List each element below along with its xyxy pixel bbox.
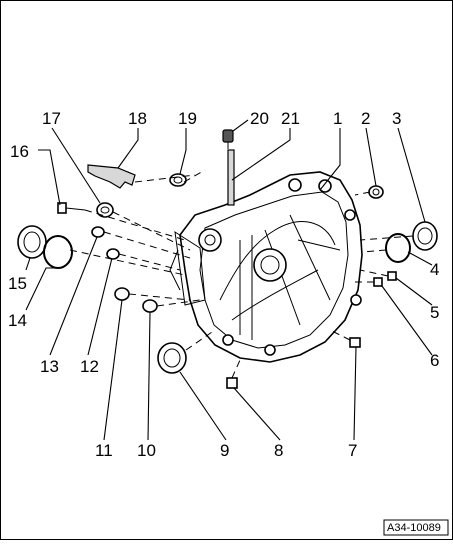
callout-7: 7 [348, 441, 357, 460]
part-10-bushing [142, 299, 158, 313]
callout-18: 18 [128, 109, 147, 128]
callout-19: 19 [178, 109, 197, 128]
callout-2: 2 [361, 109, 370, 128]
part-6-bolt [373, 277, 383, 287]
callout-20: 20 [250, 109, 269, 128]
part-20-cap [222, 129, 234, 143]
part-18-bracket [87, 164, 136, 189]
callout-10: 10 [137, 441, 156, 460]
callout-4: 4 [430, 260, 439, 279]
part-15-seal [17, 225, 47, 259]
part-13-bushing [91, 226, 105, 238]
part-2-bushing [368, 185, 384, 199]
part-11-bushing [114, 287, 130, 301]
callout-21: 21 [281, 109, 300, 128]
callout-13: 13 [40, 357, 59, 376]
part-19-sleeve [169, 173, 187, 187]
part-9-seal [157, 342, 187, 374]
callout-11: 11 [95, 441, 113, 460]
callout-1: 1 [333, 109, 342, 128]
reference-code-box: A34-10089 [383, 519, 449, 536]
callout-9: 9 [220, 441, 229, 460]
callout-3: 3 [392, 109, 401, 128]
part-12-bushing [106, 248, 120, 260]
part-16-bolt [57, 202, 86, 214]
callout-8: 8 [274, 441, 283, 460]
callout-17: 17 [42, 109, 61, 128]
callout-16: 16 [10, 142, 29, 161]
part-5-bolt [387, 271, 397, 281]
transmission-housing [169, 149, 363, 363]
callout-14: 14 [8, 311, 27, 330]
part-4-o-ring [385, 233, 411, 263]
part-7-bolt [349, 337, 361, 348]
assembly-lines [69, 142, 414, 379]
reference-code: A34-10089 [387, 522, 441, 534]
callout-6: 6 [430, 351, 439, 370]
part-14-o-ring [43, 235, 73, 269]
part-8-plug [226, 377, 238, 389]
part-17-bushing [96, 202, 114, 218]
callout-labels: 1 2 3 4 5 6 7 8 9 10 11 12 13 14 15 16 1… [8, 109, 439, 460]
callout-5: 5 [430, 303, 439, 322]
part-3-seal [412, 221, 438, 251]
callout-12: 12 [80, 357, 99, 376]
leader-lines [25, 119, 433, 441]
callout-15: 15 [8, 274, 27, 293]
